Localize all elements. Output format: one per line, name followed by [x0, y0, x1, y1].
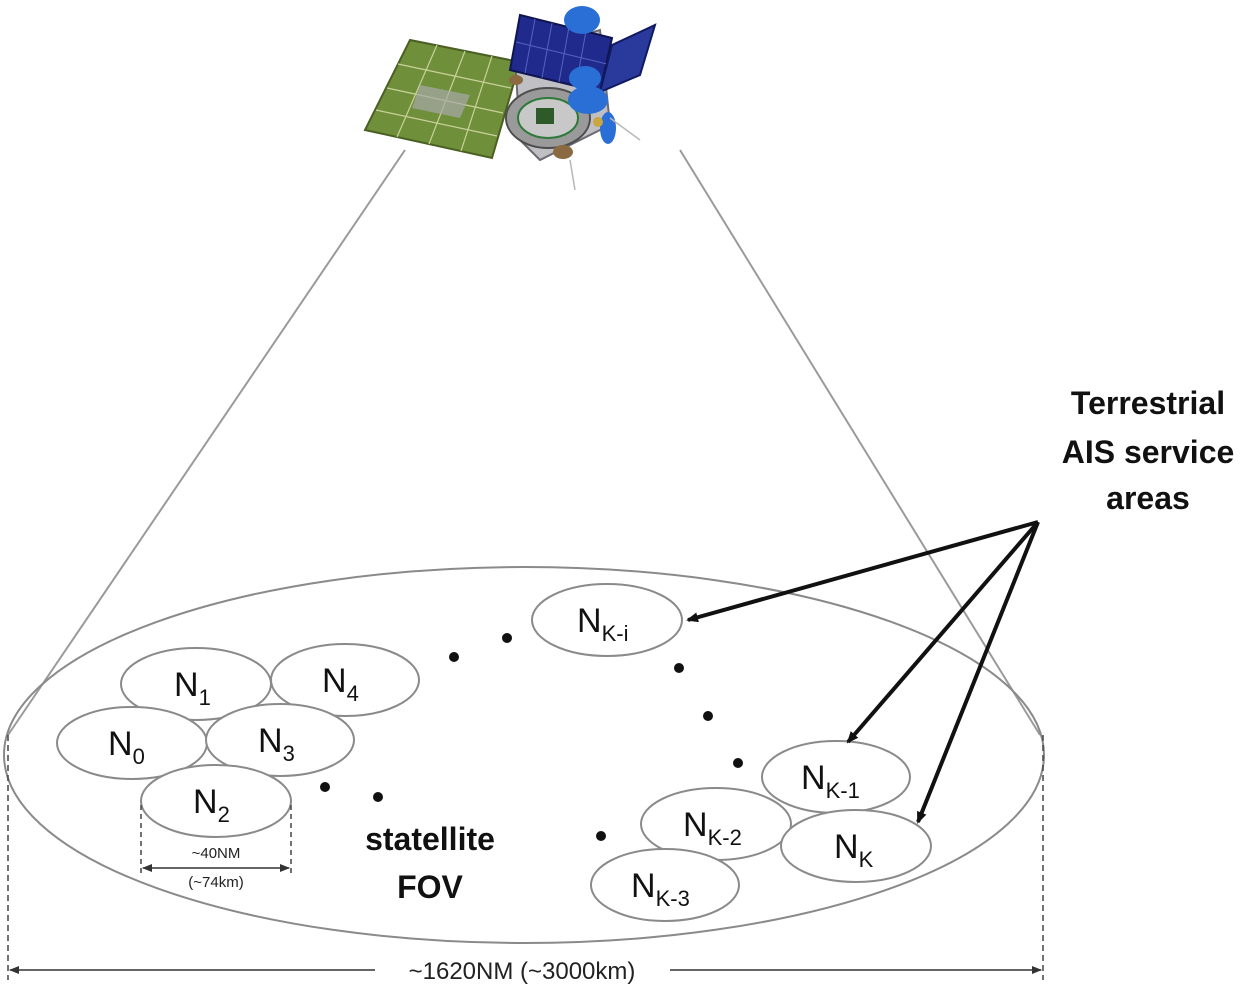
cell-size-dimension: ~40NM (~74km): [140, 805, 292, 891]
terrestrial-annotation: Terrestrial AIS service areas: [1062, 385, 1235, 516]
fov-label-line1: statellite: [365, 821, 495, 857]
svg-text:N3: N3: [258, 722, 295, 766]
svg-text:N1: N1: [174, 666, 211, 710]
node-n2: N2: [140, 764, 292, 838]
node-nki: NK-i: [531, 583, 683, 657]
node-nk3: NK-3: [590, 848, 740, 922]
annotation-line2: AIS service: [1062, 434, 1235, 470]
fov-ellipse: [3, 566, 1045, 944]
annotation-line3: areas: [1106, 480, 1190, 516]
annotation-line1: Terrestrial: [1071, 385, 1225, 421]
annotation-arrows: [686, 520, 1040, 824]
node-n0: N0: [56, 706, 208, 780]
cell-size-line2: (~74km): [188, 874, 243, 891]
span-dimension: ~1620NM (~3000km): [7, 735, 1044, 985]
node-nk: NK: [780, 809, 932, 883]
fov-label-line2: FOV: [397, 869, 463, 905]
cell-size-line1: ~40NM: [192, 845, 241, 862]
node-n3: N3: [205, 703, 355, 777]
svg-text:N4: N4: [322, 662, 359, 706]
fov-cone-right: [679, 149, 1041, 736]
svg-text:NK-1: NK-1: [801, 759, 860, 803]
svg-text:N0: N0: [108, 725, 145, 769]
node-n4: N4: [270, 643, 420, 717]
fov-cone-left: [7, 149, 406, 736]
satellite-icon: [363, 6, 657, 191]
svg-text:N2: N2: [193, 783, 230, 827]
svg-text:NK-3: NK-3: [631, 867, 690, 911]
svg-text:NK: NK: [834, 828, 874, 872]
svg-text:NK-i: NK-i: [577, 602, 628, 646]
node-nk1: NK-1: [761, 740, 911, 814]
continuation-dots: [320, 633, 743, 841]
span-label: ~1620NM (~3000km): [409, 958, 636, 985]
svg-text:NK-2: NK-2: [683, 806, 742, 850]
